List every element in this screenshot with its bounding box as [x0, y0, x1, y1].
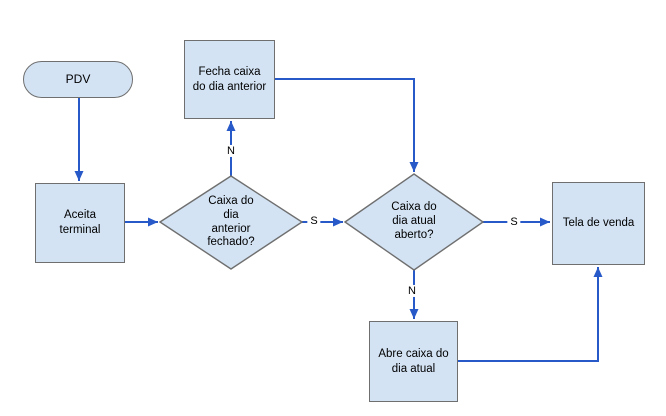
branch-label-s-atual: S — [507, 215, 521, 229]
node-fecha-caixa-dia-anterior[interactable]: Fecha caixa do dia anterior — [184, 40, 275, 119]
node-tela-de-venda-label: Tela de venda — [562, 217, 635, 230]
branch-label-n-anterior: N — [224, 144, 238, 158]
node-tela-de-venda[interactable]: Tela de venda — [552, 182, 645, 265]
decision-caixa-dia-anterior-fechado[interactable] — [158, 175, 304, 270]
decision-caixa-dia-atual-aberto[interactable] — [343, 173, 485, 271]
node-pdv-label: PDV — [65, 71, 91, 86]
node-abre-caixa-dia-atual[interactable]: Abre caixa do dia atual — [369, 321, 458, 402]
node-aceita-terminal[interactable]: Aceita terminal — [35, 183, 125, 263]
branch-label-n-atual: N — [405, 284, 419, 298]
branch-label-s-anterior: S — [307, 214, 321, 228]
node-abre-caixa-label: Abre caixa do dia atual — [378, 347, 449, 375]
node-pdv[interactable]: PDV — [23, 61, 133, 98]
edge-fecha-caixa-to-decision-atual — [275, 78, 419, 172]
node-fecha-caixa-label: Fecha caixa do dia anterior — [192, 65, 267, 93]
node-aceita-terminal-label: Aceita terminal — [59, 209, 101, 236]
edge-abre-caixa-to-tela-de-venda — [458, 267, 603, 362]
